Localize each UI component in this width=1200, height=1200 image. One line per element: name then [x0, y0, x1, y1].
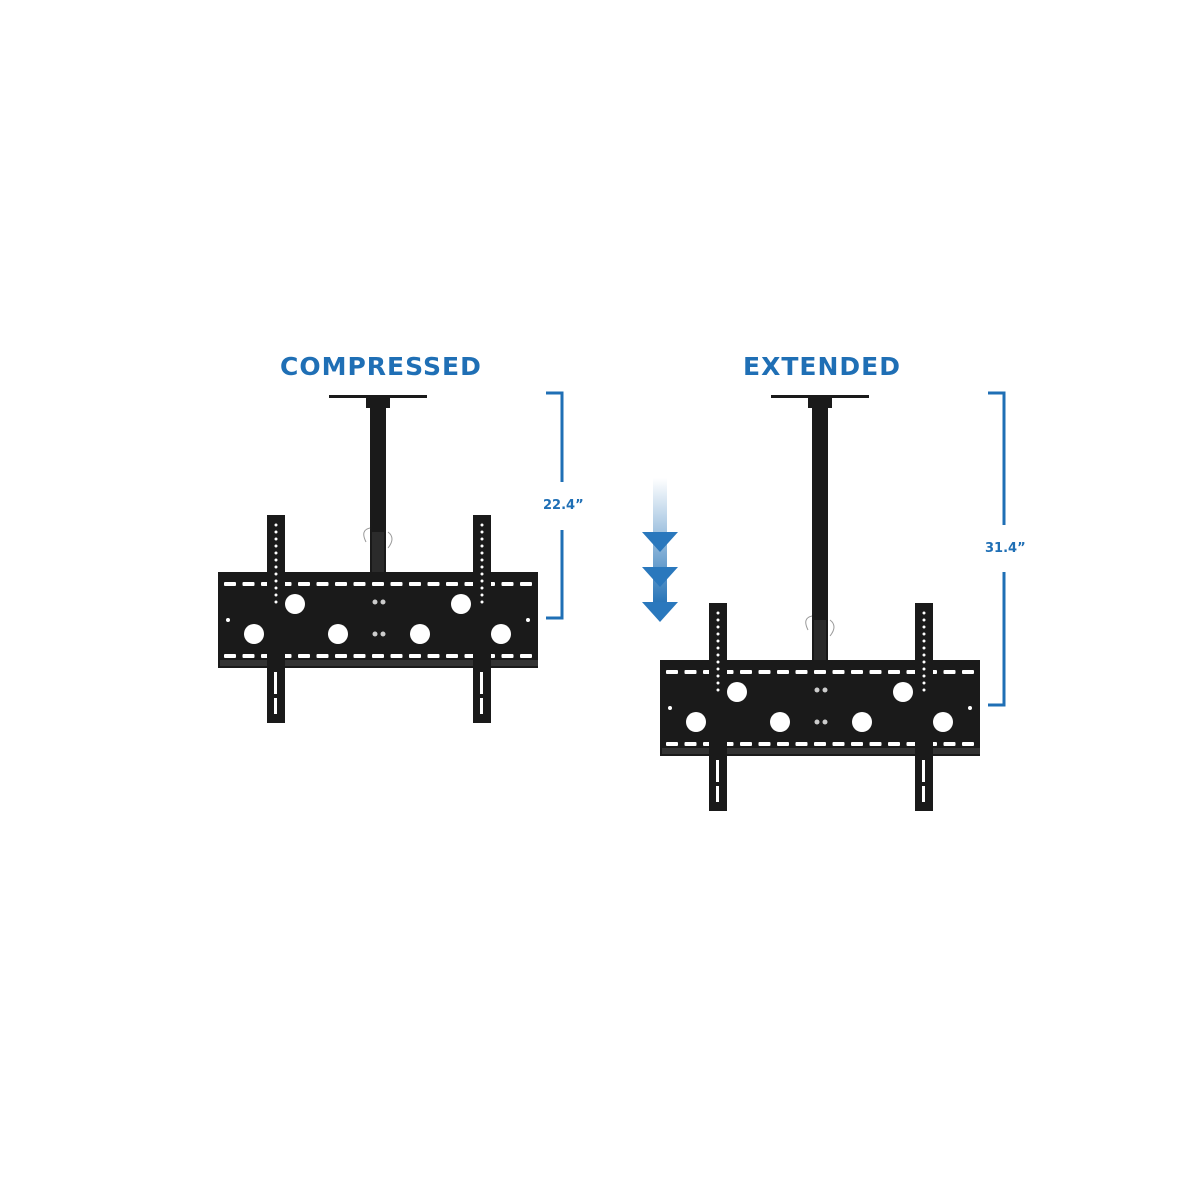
- vertical-arm: [915, 603, 933, 811]
- mounting-hole: [328, 624, 348, 644]
- extended-height-label: 31.4”: [985, 541, 1026, 556]
- mounting-hole: [410, 624, 430, 644]
- vertical-arm: [709, 603, 727, 811]
- extended-title: EXTENDED: [743, 352, 901, 381]
- mounting-hole: [451, 594, 471, 614]
- mount-extended: [660, 395, 980, 811]
- tilt-knob: [805, 615, 835, 637]
- compressed-title: COMPRESSED: [280, 352, 482, 381]
- mounting-hole: [770, 712, 790, 732]
- dimension-bracket-compressed: [546, 391, 564, 620]
- compressed-height-label: 22.4”: [543, 498, 584, 513]
- mounting-hole: [686, 712, 706, 732]
- ceiling-plate: [329, 395, 427, 398]
- mounting-hole: [933, 712, 953, 732]
- dimension-bracket-extended: [988, 391, 1006, 707]
- mounting-hole: [727, 682, 747, 702]
- extension-pole: [370, 405, 386, 572]
- down-arrows-icon: [642, 478, 678, 622]
- mounting-hole: [852, 712, 872, 732]
- extension-pole: [812, 405, 828, 660]
- vertical-arm: [473, 515, 491, 723]
- tilt-knob: [363, 527, 393, 549]
- ceiling-plate: [771, 395, 869, 398]
- mounting-hole: [893, 682, 913, 702]
- mounting-hole: [491, 624, 511, 644]
- mount-compressed: [218, 395, 538, 723]
- mounting-hole: [244, 624, 264, 644]
- mounting-hole: [285, 594, 305, 614]
- vertical-arm: [267, 515, 285, 723]
